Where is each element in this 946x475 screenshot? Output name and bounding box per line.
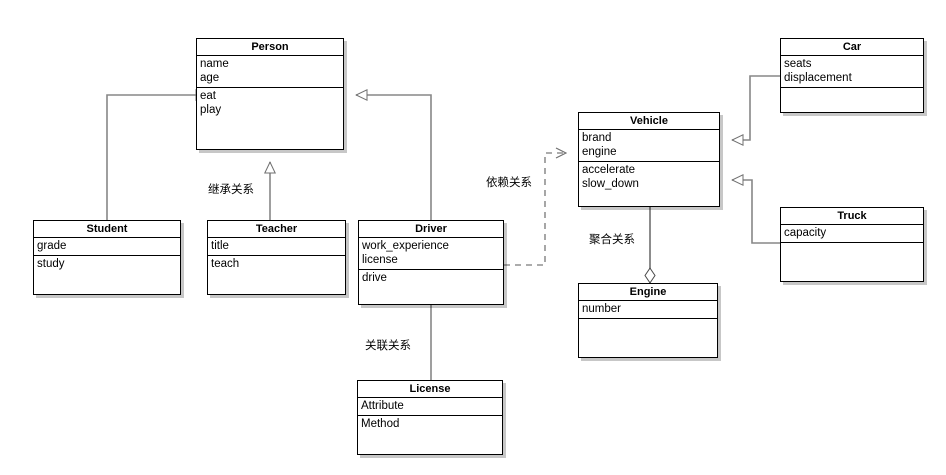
attribute-row: displacement	[784, 72, 852, 84]
class-attributes-truck: capacity	[781, 225, 923, 243]
method-row: Method	[361, 418, 400, 430]
uml-class-license[interactable]: License Attribute Method	[357, 380, 503, 455]
uml-class-truck[interactable]: Truck capacity	[780, 207, 924, 282]
attribute-row: work_experience	[362, 240, 449, 252]
attribute-row: title	[211, 240, 229, 252]
class-title-vehicle: Vehicle	[579, 113, 719, 130]
method-row: accelerate	[582, 164, 636, 176]
class-methods-student: study	[34, 256, 180, 272]
class-attributes-car: seats displacement	[781, 56, 923, 88]
class-attributes-student: grade	[34, 238, 180, 256]
method-row: teach	[211, 258, 240, 270]
uml-class-person[interactable]: Person name age eat play	[196, 38, 344, 150]
class-methods-person: eat play	[197, 88, 343, 118]
class-title-truck: Truck	[781, 208, 923, 225]
class-methods-truck	[781, 243, 923, 245]
edge-label-association: 关联关系	[365, 338, 411, 352]
attribute-row: license	[362, 254, 398, 266]
edge-student-person	[106, 95, 207, 220]
class-methods-car	[781, 88, 923, 90]
edge-label-dependency: 依赖关系	[486, 175, 532, 189]
attribute-row: grade	[37, 240, 67, 252]
method-row: play	[200, 104, 222, 116]
uml-class-engine[interactable]: Engine number	[578, 283, 718, 358]
uml-class-teacher[interactable]: Teacher title teach	[207, 220, 346, 295]
attribute-row: brand	[582, 132, 612, 144]
class-title-person: Person	[197, 39, 343, 56]
attribute-row: age	[200, 72, 220, 84]
method-row: slow_down	[582, 178, 639, 190]
class-attributes-vehicle: brand engine	[579, 130, 719, 162]
edge-truck-vehicle	[732, 180, 780, 244]
class-attributes-teacher: title	[208, 238, 345, 256]
class-methods-license: Method	[358, 416, 502, 432]
edge-label-inheritance: 继承关系	[208, 182, 254, 196]
class-methods-engine	[579, 319, 717, 321]
attribute-row: number	[582, 303, 621, 315]
class-methods-vehicle: accelerate slow_down	[579, 162, 719, 192]
edge-driver-vehicle	[504, 153, 566, 266]
class-title-student: Student	[34, 221, 180, 238]
method-row: study	[37, 258, 65, 270]
class-title-engine: Engine	[579, 284, 717, 301]
class-attributes-license: Attribute	[358, 398, 502, 416]
attribute-row: seats	[784, 58, 812, 70]
class-title-driver: Driver	[359, 221, 503, 238]
attribute-row: capacity	[784, 227, 827, 239]
uml-class-vehicle[interactable]: Vehicle brand engine accelerate slow_dow…	[578, 112, 720, 207]
class-title-license: License	[358, 381, 502, 398]
edge-car-vehicle	[732, 75, 780, 140]
edge-label-aggregation: 聚合关系	[589, 232, 635, 246]
method-row: eat	[200, 90, 216, 102]
class-attributes-person: name age	[197, 56, 343, 88]
class-attributes-driver: work_experience license	[359, 238, 503, 270]
class-attributes-engine: number	[579, 301, 717, 319]
method-row: drive	[362, 272, 387, 284]
attribute-row: name	[200, 58, 229, 70]
attribute-row: Attribute	[361, 400, 404, 412]
uml-class-driver[interactable]: Driver work_experience license drive	[358, 220, 504, 305]
class-title-teacher: Teacher	[208, 221, 345, 238]
class-methods-driver: drive	[359, 270, 503, 286]
uml-class-car[interactable]: Car seats displacement	[780, 38, 924, 113]
edge-driver-person	[356, 95, 432, 220]
class-title-car: Car	[781, 39, 923, 56]
class-methods-teacher: teach	[208, 256, 345, 272]
attribute-row: engine	[582, 146, 617, 158]
uml-class-student[interactable]: Student grade study	[33, 220, 181, 295]
